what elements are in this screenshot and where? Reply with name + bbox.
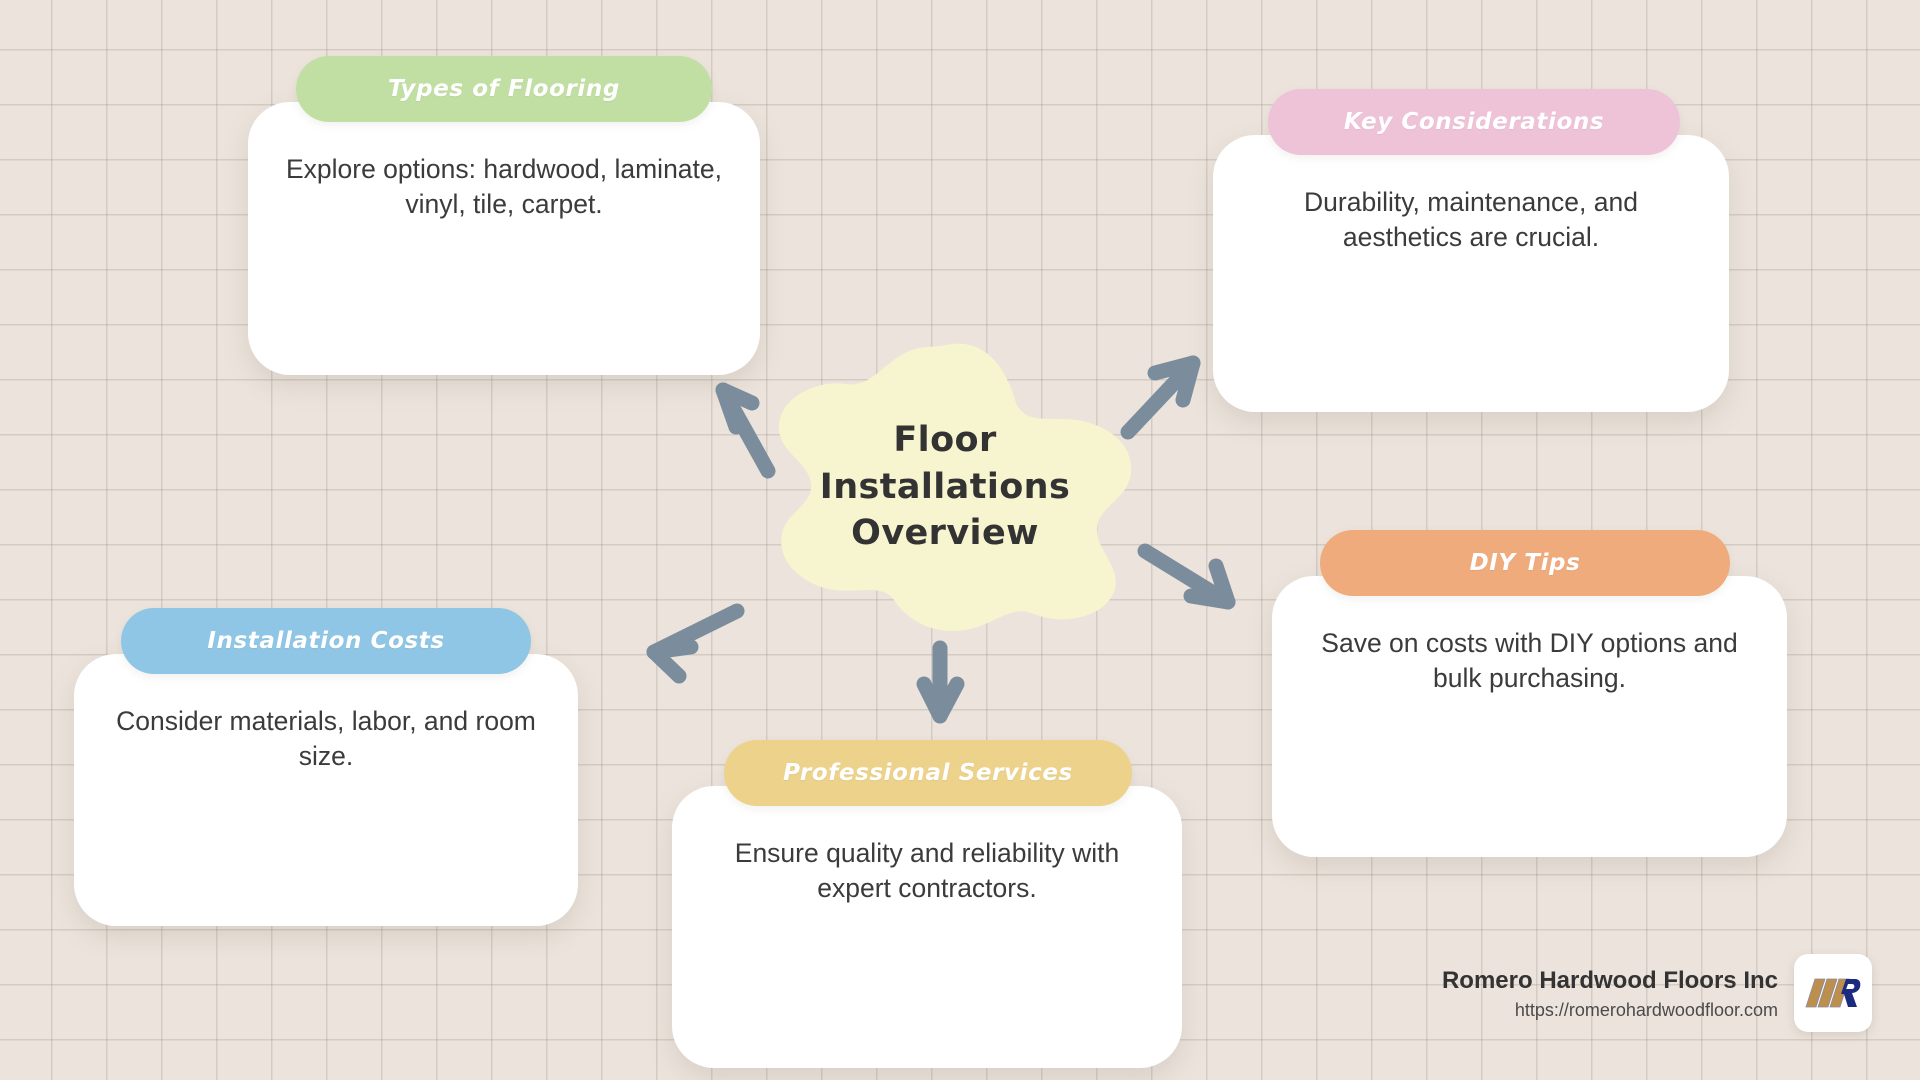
- card-body: [1272, 576, 1787, 857]
- card-title: Key Considerations: [1343, 109, 1605, 135]
- card-body: [672, 786, 1182, 1068]
- card-description: Durability, maintenance, and aesthetics …: [1304, 187, 1638, 253]
- arrow-to-costs: [646, 603, 745, 684]
- romero-hardwood-floors-logo-icon: [1805, 978, 1861, 1008]
- card-description: Consider materials, labor, and room size…: [116, 706, 536, 772]
- branding-texts: Romero Hardwood Floors Inc https://romer…: [1442, 966, 1778, 1021]
- arrow-to-pro: [916, 640, 965, 724]
- card-title: Installation Costs: [207, 628, 445, 654]
- card-header-installation-costs: Installation Costs: [121, 608, 531, 674]
- company-logo: [1794, 954, 1872, 1032]
- card-title: DIY Tips: [1469, 550, 1581, 576]
- center-title: Floor Installations Overview: [755, 342, 1135, 632]
- card-header-diy-tips: DIY Tips: [1320, 530, 1730, 596]
- card-header-key-considerations: Key Considerations: [1268, 89, 1680, 155]
- center-title-line-3: Overview: [851, 513, 1039, 554]
- card-title: Types of Flooring: [388, 76, 620, 102]
- card-description: Save on costs with DIY options and bulk …: [1321, 628, 1738, 694]
- blob-shape-icon: [778, 343, 1132, 631]
- card-header-types-of-flooring: Types of Flooring: [296, 56, 712, 122]
- card-description: Ensure quality and reliability with expe…: [734, 838, 1120, 904]
- company-name: Romero Hardwood Floors Inc: [1441, 966, 1778, 994]
- center-title-line-2: Installations: [819, 466, 1071, 507]
- card-body: [74, 654, 578, 926]
- arrow-to-key: [1120, 355, 1201, 440]
- card-body: [1213, 135, 1729, 412]
- arrow-to-diy: [1137, 543, 1236, 610]
- card-title: Professional Services: [783, 760, 1073, 786]
- center-topic-blob[interactable]: Floor Installations Overview: [755, 342, 1135, 632]
- branding-block: Romero Hardwood Floors Inc https://romer…: [1442, 954, 1872, 1032]
- card-description: Explore options: hardwood, laminate, vin…: [285, 154, 723, 220]
- card-header-professional-services: Professional Services: [724, 740, 1132, 806]
- center-title-line-1: Floor: [893, 420, 997, 461]
- card-body: [248, 102, 760, 375]
- company-website[interactable]: https://romerohardwoodfloor.com: [1514, 999, 1778, 1020]
